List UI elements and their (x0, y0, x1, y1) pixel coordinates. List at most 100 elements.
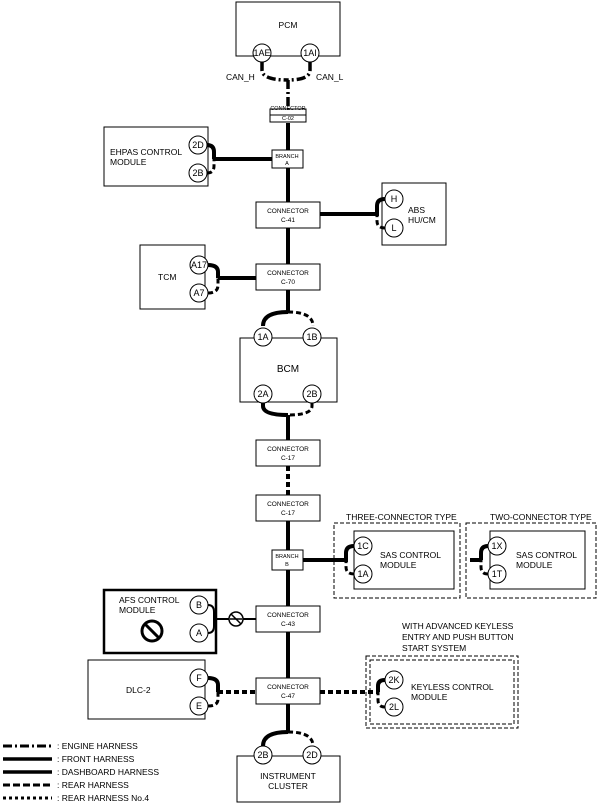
front-harness-ehpas-h (206, 143, 216, 159)
connector-c70-label-2: C-70 (281, 279, 295, 286)
bcm-pin-1a-label: 1A (257, 332, 268, 342)
connector-c17a-label-2: C-17 (281, 455, 295, 462)
connector-c43-label-1: CONNECTOR (267, 612, 309, 619)
ehpas-pin-can-h-label: 2D (192, 140, 204, 150)
front-harness-tcm-l (207, 278, 220, 295)
dashboard-harness-dlc-l (207, 692, 220, 708)
abs-pin-can-l-label: L (391, 223, 396, 233)
dashboard-harness-bcm-1a (261, 310, 289, 327)
connector-c43-box (255, 605, 321, 633)
front-harness-abs-h (371, 197, 386, 216)
afs-pin-can-h-label: B (196, 600, 202, 610)
bcm-pin-1a (253, 327, 273, 347)
connector-c47-label-2: C-47 (281, 693, 295, 700)
connector-c17b-label-2: C-17 (281, 510, 295, 517)
connector-c70-label-1: CONNECTOR (267, 270, 309, 277)
legend-front-harness-label: : FRONT HARNESS (57, 754, 135, 764)
bcm-pin-1b-label: 1B (306, 332, 317, 342)
front-harness-ehpas-l (206, 159, 216, 175)
legend-rear-harness-label: : REAR HARNESS (57, 780, 129, 790)
cluster-pin-can-l (302, 745, 322, 765)
keyless-label-1: KEYLESS CONTROL (411, 682, 494, 692)
dashboard-harness-sas2-h (479, 544, 489, 560)
sas2-label-2: MODULE (516, 560, 553, 570)
three-connector-type-label: THREE-CONNECTOR TYPE (346, 512, 457, 522)
not-equipped-icon (140, 619, 164, 643)
tcm-label: TCM (158, 272, 176, 282)
dashboard-harness-sas3-l (344, 560, 355, 576)
engine-harness-pcm-l (287, 62, 312, 82)
advanced-keyless-note-1: WITH ADVANCED KEYLESS (402, 621, 514, 631)
connector-c70-box (255, 263, 321, 291)
pcm-pin-can-h-label: 1AE (253, 48, 270, 58)
connector-c17b-label-1: CONNECTOR (267, 501, 309, 508)
pcm-module-box (235, 1, 341, 57)
can-h-signal-label: CAN_H (226, 72, 255, 82)
two-connector-option-frame (465, 522, 597, 599)
bcm-pin-2a-label: 2A (257, 389, 268, 399)
dashboard-harness-sas2-l (479, 560, 489, 576)
branch-b-label-2: B (285, 562, 289, 568)
cluster-module-box (236, 755, 341, 803)
connector-c47-label-1: CONNECTOR (267, 684, 309, 691)
cluster-pin-can-h-label: 2B (257, 750, 268, 760)
dashboard-harness-keyless-l (376, 692, 386, 709)
connector-c41-box (255, 201, 321, 229)
tcm-pin-can-h-label: A17 (191, 260, 207, 270)
ehpas-pin-can-l-label: 2B (192, 168, 203, 178)
pcm-label: PCM (279, 20, 298, 30)
dashboard-harness-cluster-2d (287, 730, 315, 747)
abs-label-2: HU/CM (408, 215, 436, 225)
tcm-pin-can-l-label: A7 (193, 288, 204, 298)
connector-c17b-box (255, 494, 321, 522)
connector-c43-label-2: C-43 (281, 621, 295, 628)
two-connector-type-label: TWO-CONNECTOR TYPE (490, 512, 592, 522)
ehpas-label-2: MODULE (110, 157, 147, 167)
bcm-label: BCM (277, 364, 299, 375)
afs-pin-can-l-label: A (196, 628, 202, 638)
legend-dashboard-harness-label: : DASHBOARD HARNESS (57, 767, 159, 777)
not-connected-icon (228, 611, 244, 627)
keyless-option-frame-outer (365, 655, 519, 729)
afs-wire-can-h (207, 604, 215, 619)
three-connector-option-frame (333, 522, 461, 599)
cluster-label-1: INSTRUMENT (260, 771, 316, 781)
connector-c41-label-2: C-41 (281, 217, 295, 224)
dashboard-harness-dlc-h (207, 676, 220, 692)
front-harness-tcm-h (207, 263, 220, 278)
branch-a-label-2: A (285, 161, 289, 167)
dashboard-harness-cluster-2b (261, 730, 289, 747)
can-l-signal-label: CAN_L (316, 72, 344, 82)
connector-c41-label-1: CONNECTOR (267, 208, 309, 215)
connector-c17a-box (255, 439, 321, 467)
abs-label-1: ABS (408, 205, 425, 215)
dlc-pin-can-l-label: E (196, 701, 202, 711)
sas2-pin-can-l-label: 1T (492, 569, 503, 579)
dashboard-harness-keyless-h (376, 678, 386, 692)
front-harness-abs-l (375, 214, 386, 230)
connector-c02-label-1: CONNECTOR (270, 106, 305, 112)
legend-engine-harness-label: : ENGINE HARNESS (57, 741, 138, 751)
dlc-pin-can-h-label: F (196, 673, 202, 683)
dlc-label: DLC-2 (126, 685, 151, 695)
cluster-pin-can-h (253, 745, 273, 765)
dashboard-harness-bcm-2b (287, 403, 314, 417)
bcm-pin-2b-label: 2B (306, 389, 317, 399)
connector-c02-label-2: C-02 (282, 116, 294, 122)
sas3-label-2: MODULE (380, 560, 417, 570)
pcm-pin-can-l-label: 1AI (303, 48, 317, 58)
afs-label-1: AFS CONTROL (119, 595, 180, 605)
afs-wire-can-l (207, 619, 215, 634)
branch-a-label-1: BRANCH (275, 154, 298, 160)
afs-module-box (102, 588, 218, 655)
abs-pin-can-h-label: H (391, 194, 398, 204)
sas3-pin-can-l-label: 1A (357, 569, 368, 579)
cluster-pin-can-l-label: 2D (306, 750, 318, 760)
keyless-pin-can-l-label: 2L (389, 702, 399, 712)
branch-b-label-1: BRANCH (275, 554, 298, 560)
dashboard-harness-bcm-1b (287, 310, 315, 327)
dashboard-harness-bcm-2a (261, 403, 289, 417)
dlc-module-box (87, 659, 206, 720)
sas3-label-1: SAS CONTROL (380, 550, 441, 560)
